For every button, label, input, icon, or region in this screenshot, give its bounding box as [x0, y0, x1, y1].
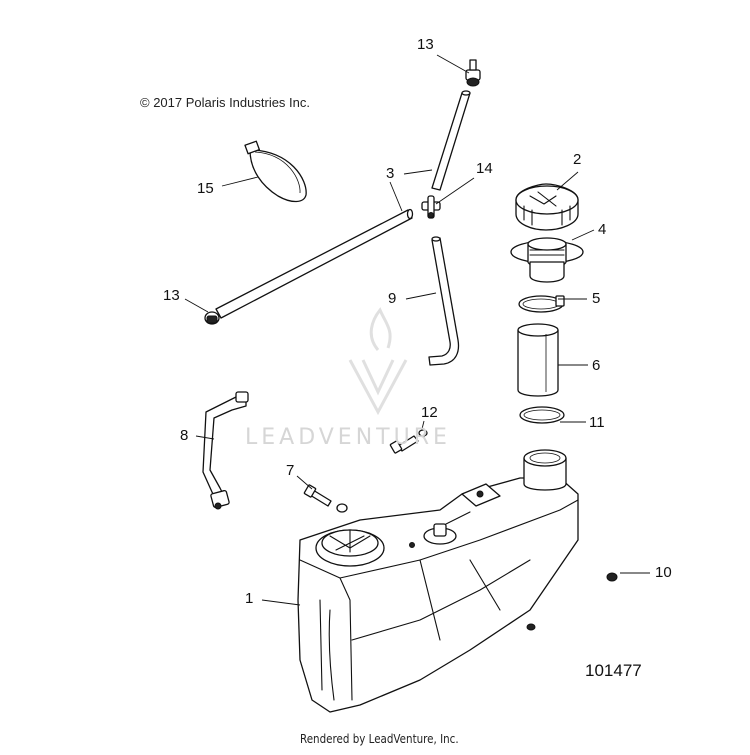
- leader-2: [556, 171, 579, 191]
- callout-13-top: 13: [417, 36, 434, 53]
- leader-15: [221, 176, 259, 187]
- copyright-notice: © 2017 Polaris Industries Inc.: [140, 95, 310, 110]
- callout-11: 11: [589, 414, 605, 431]
- leader-13-top: [436, 54, 470, 74]
- part-7-bolt: [303, 484, 348, 513]
- leader-13-left: [184, 298, 209, 313]
- callout-5: 5: [592, 290, 601, 307]
- leader-1: [261, 599, 301, 606]
- part-12-bolt: [389, 429, 428, 454]
- callout-12: 12: [421, 404, 438, 421]
- part-15-zip-tie: [244, 140, 307, 203]
- leader-8: [195, 435, 215, 440]
- callout-6: 6: [592, 357, 601, 374]
- leader-14: [435, 177, 475, 205]
- leader-4: [571, 229, 595, 241]
- leader-lines: [184, 54, 650, 606]
- callout-14: 14: [476, 160, 493, 177]
- leader-12: [421, 420, 425, 430]
- diagram-number: 101477: [585, 661, 642, 680]
- footer-credit: Rendered by LeadVenture, Inc.: [300, 732, 459, 746]
- part-1-fuel-tank: [297, 449, 579, 713]
- callout-1: 1: [245, 590, 254, 607]
- callout-13-left: 13: [163, 287, 180, 304]
- part-3-vent-hose-long: [215, 208, 414, 319]
- callout-3: 3: [386, 165, 395, 182]
- callout-2: 2: [573, 151, 582, 168]
- part-9-bent-hose: [428, 236, 460, 366]
- part-13-fitting-left: [204, 311, 220, 325]
- callout-10: 10: [655, 564, 672, 581]
- part-14-tee-fitting: [421, 195, 441, 219]
- callout-15: 15: [197, 180, 214, 197]
- part-13-fitting-top: [465, 59, 481, 87]
- callout-4: 4: [598, 221, 607, 238]
- part-10-nut: [606, 572, 618, 582]
- leader-9: [405, 292, 437, 300]
- leader-3-upper: [403, 169, 433, 175]
- leader-3-lower: [389, 181, 403, 212]
- watermark-logo-icon: [348, 307, 408, 416]
- callout-9: 9: [388, 290, 397, 307]
- part-8-fuel-line: [202, 391, 249, 510]
- leader-7: [296, 475, 313, 490]
- callout-7: 7: [286, 462, 295, 479]
- callout-8: 8: [180, 427, 189, 444]
- part-11-clamp: [519, 406, 565, 424]
- part-4-filler-neck: [510, 237, 584, 283]
- part-6-hose-sleeve: [517, 323, 559, 397]
- part-5-hose-clamp: [518, 295, 565, 313]
- part-3-vent-hose-upper: [431, 90, 471, 191]
- part-2-fuel-cap: [515, 183, 579, 231]
- watermark-text: LEADVENTURE: [245, 425, 451, 450]
